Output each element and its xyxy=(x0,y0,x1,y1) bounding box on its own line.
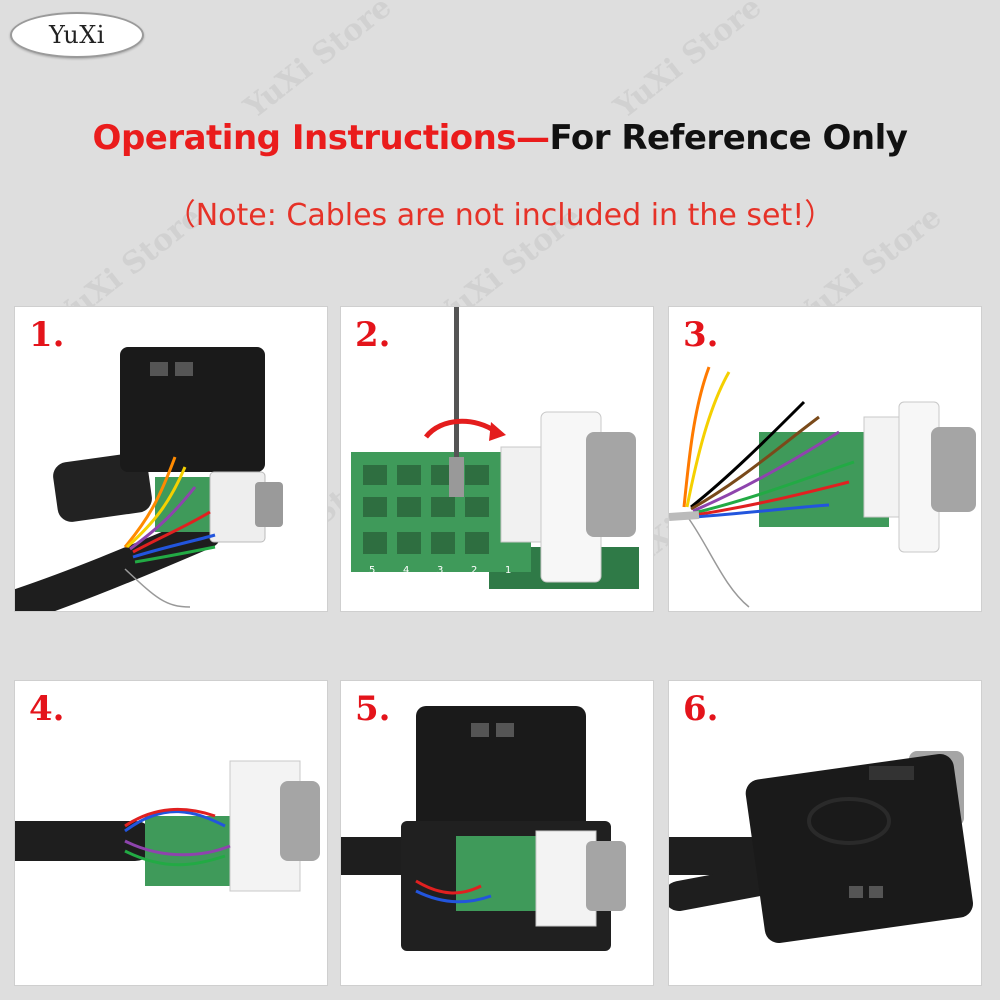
step-panel-6: 6. xyxy=(668,680,982,986)
brand-logo-text: YuXi xyxy=(49,21,105,49)
terminal-label: 2 xyxy=(471,565,477,576)
step-number: 5. xyxy=(355,689,391,729)
step-number: 6. xyxy=(683,689,719,729)
title-red-part: Operating Instructions— xyxy=(92,118,550,158)
brand-logo: YuXi xyxy=(10,12,144,58)
step-panel-2: 2. 5 4 3 2 1 xyxy=(340,306,654,612)
watermark-text: YuXi Store xyxy=(237,0,399,126)
step-panel-1: 1. xyxy=(14,306,328,612)
terminal-label: 5 xyxy=(369,565,375,576)
title-black-part: For Reference Only xyxy=(549,118,908,158)
step-number: 3. xyxy=(683,315,719,355)
cable-note: （Note: Cables are not included in the se… xyxy=(165,198,835,233)
step-panel-5: 5. xyxy=(340,680,654,986)
step-6-illustration xyxy=(669,751,973,943)
step-number: 1. xyxy=(29,315,65,355)
step-2-illustration: 5 4 3 2 1 xyxy=(351,307,639,589)
step-number: 4. xyxy=(29,689,65,729)
step-3-illustration xyxy=(669,366,976,608)
step-number: 2. xyxy=(355,315,391,355)
step-panel-3: 3. xyxy=(668,306,982,612)
terminal-label: 4 xyxy=(403,565,409,576)
step-1-illustration xyxy=(15,347,283,611)
page-title: Operating Instructions—For Reference Onl… xyxy=(0,118,1000,158)
step-panel-4: 4. xyxy=(14,680,328,986)
watermark-text: YuXi Store xyxy=(607,0,769,126)
step-4-illustration xyxy=(15,760,320,892)
terminal-label: 3 xyxy=(437,565,443,576)
step-5-illustration xyxy=(341,706,626,951)
terminal-label: 1 xyxy=(505,565,511,576)
